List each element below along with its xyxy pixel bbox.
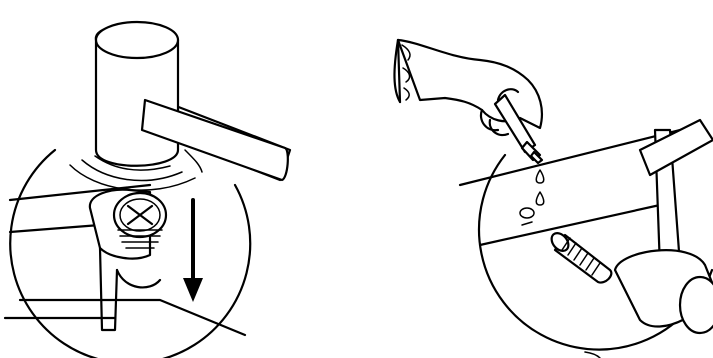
glue-drop-icon — [535, 169, 545, 206]
wooden-dowel-icon — [550, 232, 613, 284]
board-edge — [3, 183, 247, 337]
callout-tick — [584, 351, 601, 358]
panel-press-in-cam-fitting — [3, 20, 292, 358]
glue-bottle-icon — [493, 93, 544, 165]
hammer-icon-right — [613, 118, 713, 335]
panel-glue-dowel-hole — [393, 38, 713, 358]
hammer-icon — [94, 20, 292, 182]
dowel-hole — [519, 207, 535, 226]
cam-fitting-icon — [88, 188, 168, 332]
down-arrow-icon — [183, 198, 203, 302]
impact-motion-lines — [69, 149, 203, 191]
magnifier-circle-left — [9, 148, 252, 358]
